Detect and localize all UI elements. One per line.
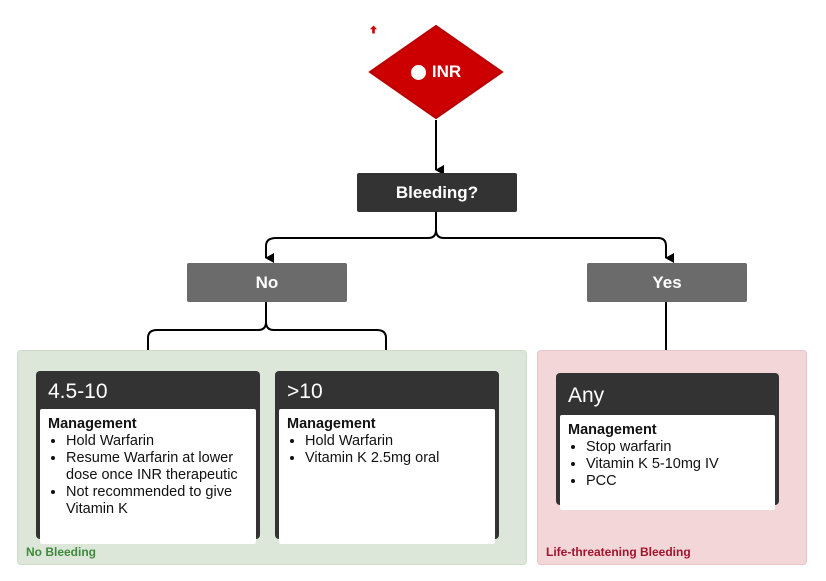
list-item: Hold Warfarin [66,433,248,450]
bleeding-question-node: Bleeding? [357,173,517,212]
card-range-high: >10 Management Hold Warfarin Vitamin K 2… [275,371,499,544]
card-range-high-body: Management Hold Warfarin Vitamin K 2.5mg… [279,409,495,544]
bleeding-question-label: Bleeding? [395,182,479,202]
management-heading: Management [287,416,376,432]
inr-diamond: INR [368,24,504,120]
management-heading: Management [48,416,137,432]
card-range-high-title: >10 [287,380,323,403]
arrow-up-circle-icon [370,25,426,80]
card-any: Any Management Stop warfarin Vitamin K 5… [556,373,779,510]
list-item: Hold Warfarin [305,433,487,450]
no-bleeding-zone-label: No Bleeding [26,545,97,559]
diamond-shape [368,24,504,120]
management-list: Hold Warfarin Vitamin K 2.5mg oral [287,433,487,467]
yes-branch-node: Yes [587,263,747,302]
no-branch-node: No [187,263,347,302]
management-heading: Management [568,422,657,438]
list-item: Vitamin K 2.5mg oral [305,450,487,467]
list-item: Resume Warfarin at lower dose once INR t… [66,450,248,484]
card-any-body: Management Stop warfarin Vitamin K 5-10m… [560,415,775,510]
card-any-title: Any [568,384,605,407]
card-range-low-body: Management Hold Warfarin Resume Warfarin… [40,409,256,544]
life-threatening-zone-label: Life-threatening Bleeding [546,545,691,559]
list-item: Not recommended to give Vitamin K [66,484,248,518]
card-range-low: 4.5-10 Management Hold Warfarin Resume W… [36,371,260,544]
yes-branch-label: Yes [652,272,682,292]
connector-bleeding-to-no [265,212,437,263]
no-branch-label: No [255,272,279,292]
connector-no-to-high [265,321,394,372]
list-item: Stop warfarin [586,439,767,456]
connector-bleeding-to-yes [435,229,674,263]
management-list: Stop warfarin Vitamin K 5-10mg IV PCC [568,439,767,490]
list-item: Vitamin K 5-10mg IV [586,456,767,473]
card-range-low-title: 4.5-10 [48,380,108,403]
management-list: Hold Warfarin Resume Warfarin at lower d… [48,433,248,518]
list-item: PCC [586,473,767,490]
inr-label: INR [431,62,462,81]
